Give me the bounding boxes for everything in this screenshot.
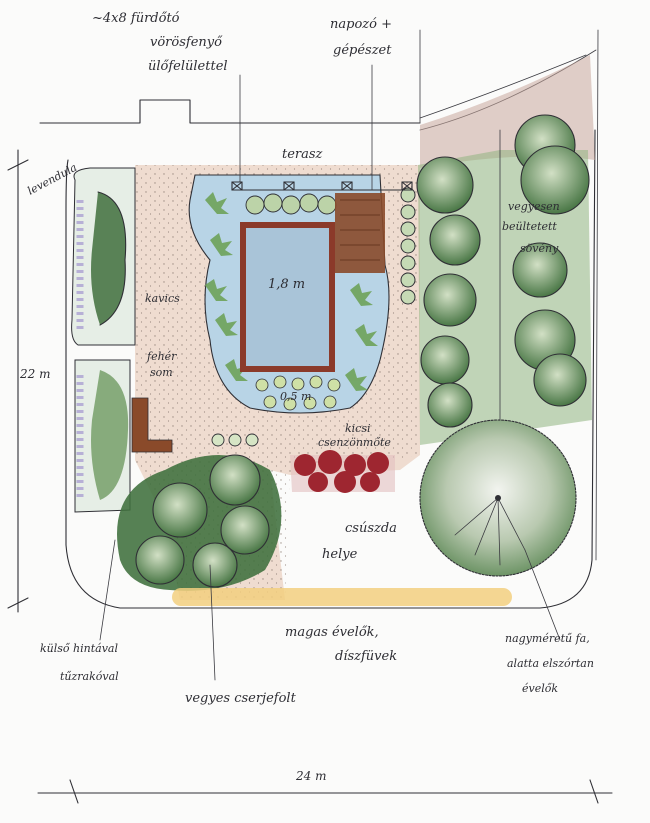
label-terrace: terasz (282, 147, 323, 162)
label-shrubs: vegyes cserjefolt (185, 691, 297, 706)
label-big-tree-line2: alatta elszórtan (507, 657, 594, 670)
wooden-deck (335, 193, 385, 273)
lavender-beds (71, 167, 136, 513)
label-small-bed-line1: kicsi (345, 422, 371, 435)
label-sauna-line3: ülőfelülettel (148, 59, 228, 74)
label-swing-line2: tűzrakóval (60, 670, 119, 683)
label-sun-line2: gépészet (333, 43, 392, 58)
terrace-markers (231, 181, 413, 191)
label-height-dim: 22 m (19, 367, 50, 381)
dimension-height (7, 149, 29, 613)
small-stones (211, 433, 259, 447)
label-lavender: levendula (25, 161, 79, 198)
label-depth-shallow: 0,5 m (280, 390, 311, 403)
label-sauna-line1: ~4x8 fürdőtó (92, 11, 180, 26)
label-small-bed-line2: csenzönmőte (318, 436, 391, 449)
water-plants (205, 192, 378, 391)
label-mixed-planted-line1: vegyesen (508, 200, 560, 213)
label-depth-deep: 1,8 m (268, 277, 305, 292)
mixed-shrub-mass (117, 454, 282, 591)
label-sun-line1: napozó + (330, 17, 392, 32)
label-white-wood-line2: som (150, 366, 173, 379)
label-swing-line1: külső hintával (40, 642, 118, 655)
label-slide-line2: helye (322, 547, 358, 562)
label-gravel: kavics (145, 292, 180, 305)
terrace-edge-plants (245, 193, 337, 215)
label-sauna-line2: vörösfenyő (150, 35, 223, 50)
label-width-dim: 24 m (295, 769, 326, 783)
label-mixed-planted-line3: sövény (520, 242, 559, 255)
label-big-tree-line1: nagyméretű fa, (505, 632, 590, 645)
dimension-width (37, 779, 613, 804)
red-flower-bed (290, 450, 395, 493)
tall-perennial-strip (172, 588, 512, 606)
label-mixed-planted-line2: beültetett (502, 220, 557, 233)
label-perennials-line1: magas évelők, (285, 625, 379, 640)
fire-pit-bench (131, 397, 173, 453)
label-big-tree-line3: évelők (522, 682, 558, 695)
label-white-wood-line1: fehér (146, 350, 177, 363)
label-perennials-line2: díszfüvek (335, 649, 397, 664)
shallow-zone-stones (255, 375, 341, 411)
columnar-plants (400, 187, 416, 305)
deep-pool (246, 228, 329, 366)
right-hedge (416, 114, 592, 445)
label-slide-line1: csúszda (345, 521, 397, 536)
large-tree (419, 419, 577, 577)
